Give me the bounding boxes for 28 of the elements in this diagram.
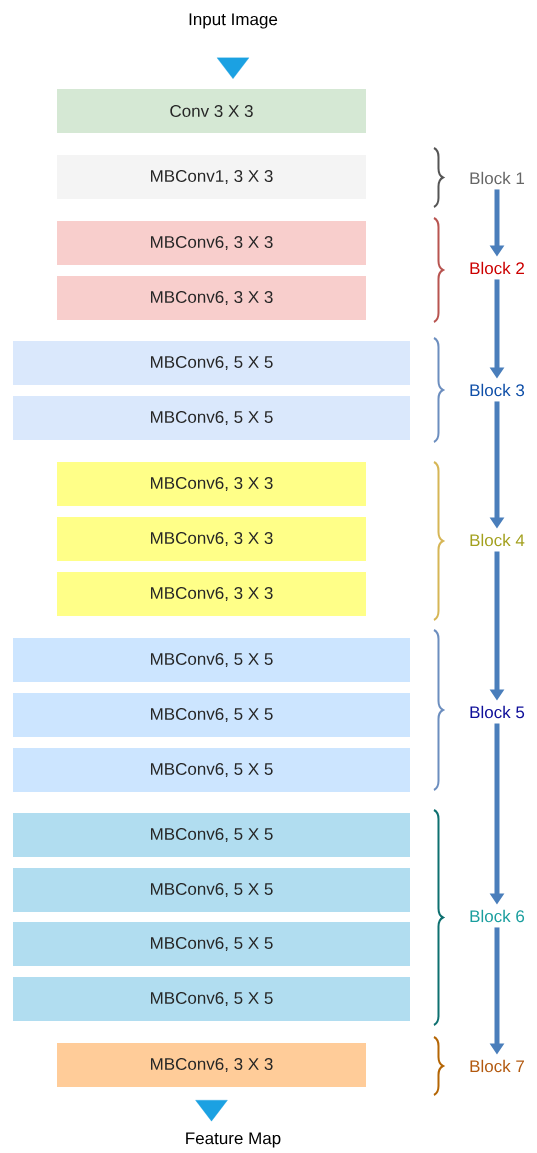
arrow [195,1100,228,1122]
layer-box: MBConv6, 3 X 3 [57,517,366,561]
layer-box: MBConv6, 5 X 5 [13,922,410,966]
layer-box: MBConv6, 5 X 5 [13,396,410,440]
layer-box: MBConv6, 5 X 5 [13,748,410,792]
block-label: Block 6 [470,909,525,923]
block-label: Block 3 [470,383,525,397]
text-label: Feature Map [186,1132,281,1148]
arrow [216,57,250,79]
layer-box: MBConv6, 5 X 5 [13,341,410,385]
block-label: Block 4 [470,533,525,547]
layer-box: MBConv6, 5 X 5 [13,693,410,737]
layer-box: MBConv6, 3 X 3 [57,572,366,616]
layer-box: MBConv6, 5 X 5 [13,868,410,912]
layer-box: Conv 3 X 3 [57,89,366,133]
block-label: Block 5 [470,705,525,719]
layer-box: MBConv6, 3 X 3 [57,221,366,265]
layer-box: MBConv6, 3 X 3 [57,276,366,320]
block-label: Block 1 [470,171,524,185]
text-label: Input Image [189,13,278,29]
layer-box: MBConv6, 5 X 5 [13,638,410,682]
block-label: Block 2 [470,261,524,275]
layer-box: MBConv1, 3 X 3 [57,155,366,199]
layer-box: MBConv6, 5 X 5 [13,977,410,1021]
layer-box: MBConv6, 3 X 3 [57,1043,366,1087]
layer-box: MBConv6, 5 X 5 [13,813,410,857]
layer-box: MBConv6, 3 X 3 [57,462,366,506]
block-label: Block 7 [470,1059,524,1073]
